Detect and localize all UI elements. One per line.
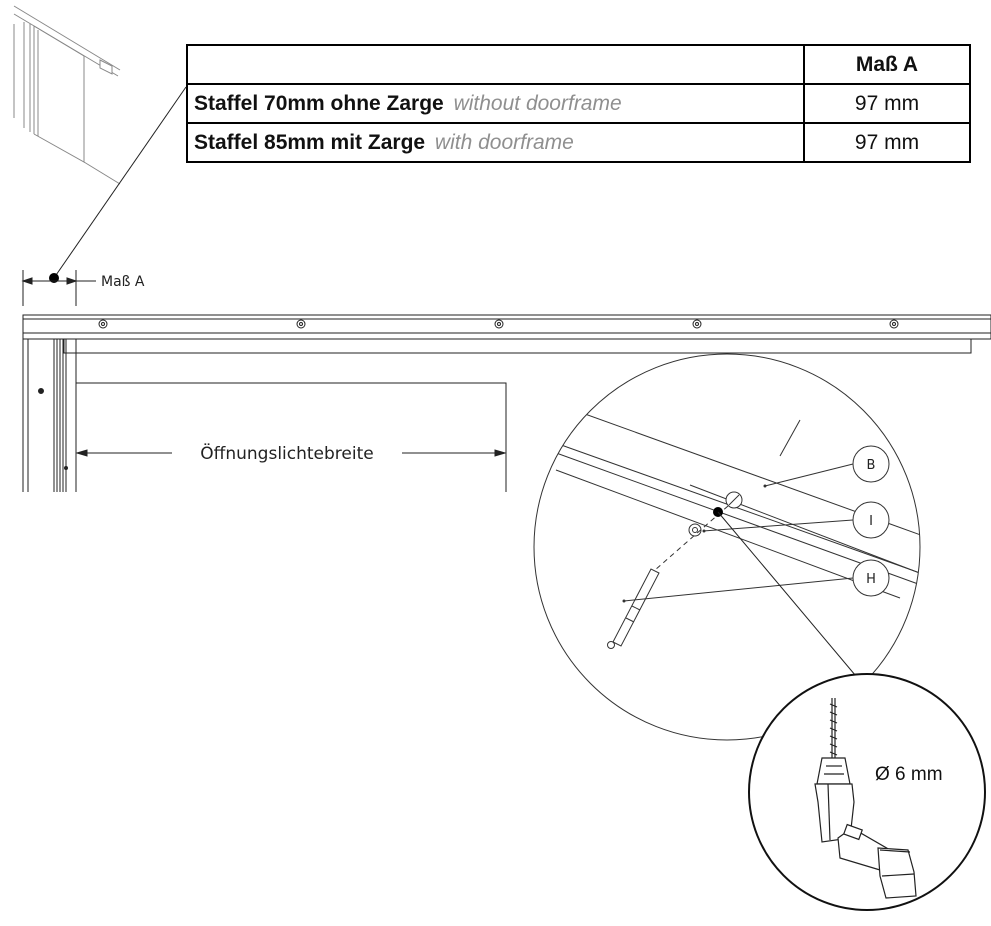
door-frame-profile: [22, 339, 77, 492]
table-row-label-cell: Staffel 70mm ohne Zarge without doorfram…: [186, 83, 805, 124]
table-header-row: Maß A: [186, 44, 971, 85]
table-row: Staffel 85mm mit Zarge with doorframe 97…: [186, 122, 971, 163]
callout-i-label: I: [869, 514, 873, 529]
dimension-label: Maß A: [101, 274, 145, 290]
row-label-english: with doorframe: [434, 131, 574, 154]
table-header-empty-cell: [186, 44, 805, 85]
rail-screw-holes: [98, 319, 899, 329]
callout-h-label: H: [866, 572, 876, 587]
row-label-german: Staffel 85mm mit Zarge: [194, 131, 426, 154]
dimension-mass-a: [21, 270, 96, 306]
row-label-english: without doorframe: [453, 92, 622, 115]
drill-icon: [814, 698, 917, 899]
row-value: 97 mm: [803, 83, 971, 124]
callout-i: [852, 501, 890, 539]
dimension-table: Maß A Staffel 70mm ohne Zarge without do…: [186, 44, 971, 163]
callout-b-label: B: [867, 458, 876, 473]
callout-h: [852, 559, 890, 597]
table-row-label-cell: Staffel 85mm mit Zarge with doorframe: [186, 122, 805, 163]
rail: [22, 314, 991, 354]
drill-diameter-label: Ø 6 mm: [875, 764, 943, 785]
table-header-mass-a: Maß A: [803, 44, 971, 85]
drill-detail-circle: [748, 673, 986, 911]
callout-b: [852, 445, 890, 483]
opening-width-label: Öffnungslichtebreite: [200, 442, 373, 464]
door-leaf: [76, 382, 507, 492]
row-label-german: Staffel 70mm ohne Zarge: [194, 92, 444, 115]
sliding-door-thumbnail-icon: [13, 5, 121, 185]
row-value: 97 mm: [803, 122, 971, 163]
detail-circle: B I H: [533, 353, 921, 741]
opening-width-dimension: [75, 449, 507, 457]
table-row: Staffel 70mm ohne Zarge without doorfram…: [186, 83, 971, 124]
